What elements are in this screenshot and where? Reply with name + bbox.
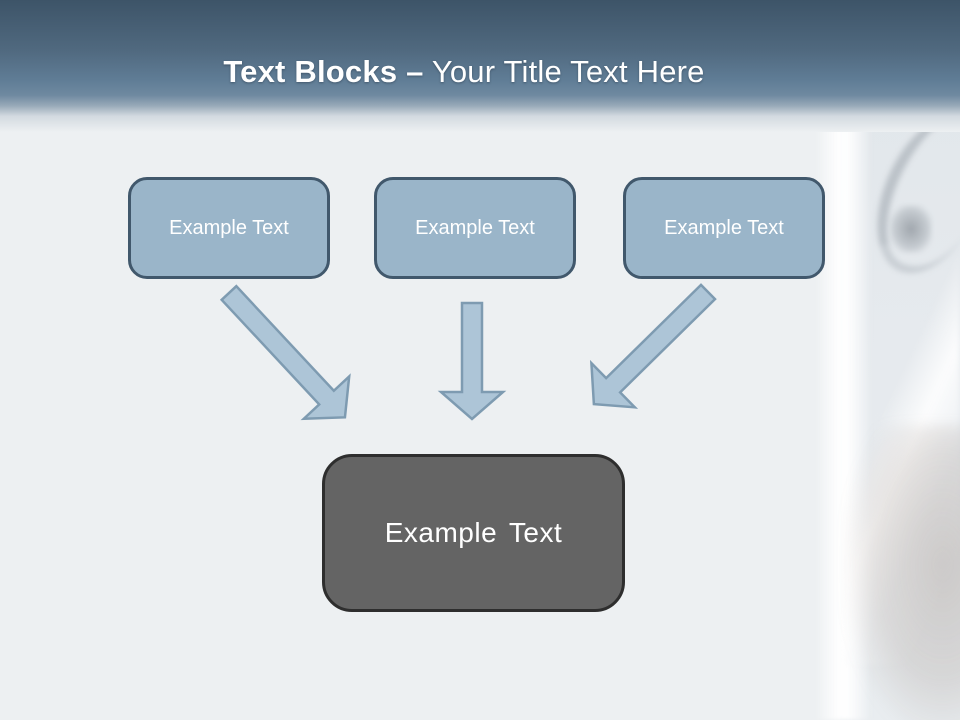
slide-title: Text Blocks – Your Title Text Here: [0, 52, 944, 92]
diagonal-arrow-right: [589, 283, 717, 409]
text-block-2: Example Text: [374, 177, 576, 279]
text-block-3: Example Text: [623, 177, 825, 279]
result-block: Example Text: [322, 454, 625, 612]
down-arrow-center: [437, 301, 507, 421]
text-block-3-label: Example Text: [664, 216, 784, 239]
title-dash: –: [406, 54, 424, 89]
text-block-1: Example Text: [128, 177, 330, 279]
title-bold-text: Text Blocks: [223, 54, 398, 89]
result-block-label: Example Text: [384, 517, 563, 548]
title-subtitle-text: Your Title Text Here: [431, 54, 705, 89]
text-block-2-label: Example Text: [415, 216, 535, 239]
text-block-1-label: Example Text: [169, 216, 289, 239]
diagonal-arrow-left: [219, 284, 351, 421]
slide-header: Text Blocks – Your Title Text Here: [0, 0, 960, 132]
